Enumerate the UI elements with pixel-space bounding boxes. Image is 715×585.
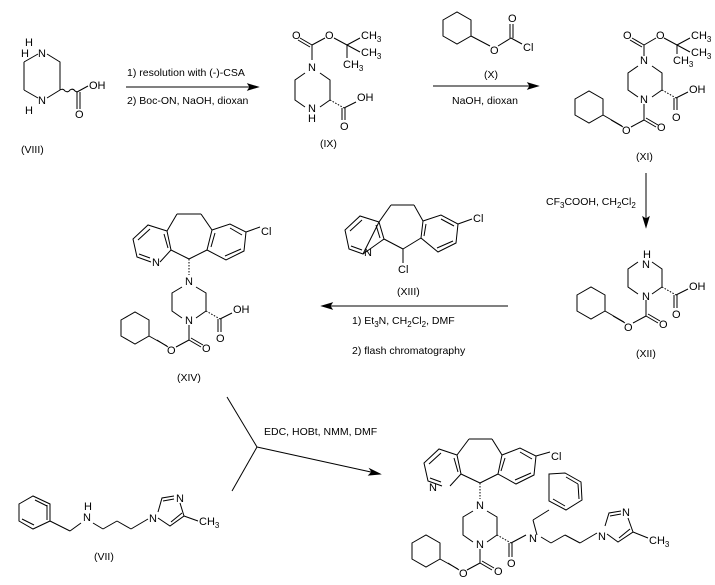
- atom-n: N: [642, 259, 650, 271]
- compound-x: O O Cl (X): [442, 11, 533, 81]
- compound-xi: O O CH3 CH3 CH3 N N OH O O O (XI): [574, 30, 712, 163]
- atom-n: N: [598, 531, 606, 543]
- atom-o: O: [216, 333, 225, 345]
- atom-cl: Cl: [473, 213, 483, 225]
- compound-label-viii: (VIII): [21, 144, 44, 156]
- atom-n: N: [640, 94, 648, 106]
- compound-xii: H N OH O O O (XII): [576, 249, 706, 360]
- atom-oh: OH: [233, 304, 250, 316]
- atom-n: N: [38, 48, 46, 60]
- step5-condition: EDC, HOBt, NMM, DMF: [264, 426, 377, 438]
- step4-condition-1: 1) Et3N, CH2Cl2, DMF: [352, 315, 455, 329]
- atom-o: O: [75, 109, 84, 121]
- atom-oh: OH: [689, 281, 706, 293]
- compound-ix: O O CH3 CH3 CH3 N N H OH O (IX): [292, 30, 382, 150]
- atom-h: H: [25, 105, 33, 117]
- compound-xiv: N Cl N N OH O O O (XIV): [120, 213, 271, 384]
- atom-h: H: [643, 249, 651, 261]
- step1-condition-1: 1) resolution with (-)-CSA: [127, 67, 245, 79]
- atom-o: O: [490, 45, 499, 57]
- compound-label-xiv: (XIV): [177, 372, 201, 384]
- atom-oh: OH: [357, 92, 374, 104]
- compound-label-x: (X): [484, 69, 498, 81]
- atom-n: N: [364, 247, 372, 259]
- atom-o: O: [624, 322, 633, 334]
- atom-n: N: [640, 55, 648, 67]
- compound-product: N Cl N N N O O O N N CH3: [411, 438, 670, 580]
- atom-ch3: CH3: [199, 516, 220, 530]
- atom-n: N: [429, 482, 437, 494]
- atom-ch3: CH3: [673, 55, 694, 69]
- atom-n: N: [152, 257, 160, 269]
- atom-o: O: [622, 125, 631, 137]
- reaction-arrow-step4: 1) Et3N, CH2Cl2, DMF 2) flash chromatogr…: [320, 302, 508, 357]
- atom-n: N: [308, 62, 316, 74]
- atom-o: O: [292, 30, 301, 42]
- atom-n: N: [622, 507, 630, 519]
- reaction-arrow-step3: CF3COOH, CH2Cl2: [546, 173, 650, 229]
- atom-o: O: [508, 13, 517, 25]
- atom-ch3: CH3: [361, 30, 382, 44]
- atom-o: O: [494, 566, 503, 578]
- atom-n: N: [476, 500, 484, 512]
- atom-n: N: [476, 539, 484, 551]
- atom-cl: Cl: [398, 264, 408, 276]
- atom-o: O: [659, 319, 668, 331]
- step1-condition-2: 2) Boc-ON, NaOH, dioxan: [127, 95, 249, 107]
- atom-o: O: [657, 122, 666, 134]
- step2-condition: NaOH, dioxan: [452, 95, 518, 107]
- atom-n: N: [38, 95, 46, 107]
- atom-ch3: CH3: [691, 47, 712, 61]
- compound-label-xi: (XI): [636, 151, 653, 163]
- atom-o: O: [167, 345, 176, 357]
- atom-n: N: [185, 315, 193, 327]
- atom-ch3: CH3: [343, 59, 364, 73]
- atom-ch3: CH3: [691, 30, 712, 44]
- compound-label-ix: (IX): [320, 138, 337, 150]
- atom-o: O: [325, 30, 334, 42]
- reaction-arrow-step5: EDC, HOBt, NMM, DMF: [226, 396, 382, 492]
- atom-h: H: [21, 48, 29, 60]
- atom-cl: Cl: [551, 451, 561, 463]
- compound-xiii: N Cl Cl (XIII): [344, 204, 483, 298]
- compound-label-vii: (VII): [94, 551, 114, 563]
- compound-vii: H N N N CH3 (VII): [18, 493, 220, 563]
- reaction-arrow-step2: NaOH, dioxan: [433, 82, 540, 107]
- atom-ch3: CH3: [649, 535, 670, 549]
- atom-h: H: [84, 501, 92, 513]
- atom-n: N: [83, 512, 91, 524]
- atom-n: N: [529, 533, 537, 545]
- atom-ch3: CH3: [361, 47, 382, 61]
- reaction-arrow-step1: 1) resolution with (-)-CSA 2) Boc-ON, Na…: [126, 67, 260, 107]
- atom-oh: OH: [89, 80, 106, 92]
- atom-o: O: [672, 112, 681, 124]
- compound-viii: H N N OH O (VIII): [21, 48, 106, 156]
- atom-n: N: [642, 291, 650, 303]
- atom-n: N: [176, 493, 184, 505]
- atom-o: O: [340, 121, 349, 133]
- atom-o: O: [656, 30, 665, 42]
- atom-o: O: [507, 558, 516, 570]
- atom-n: N: [308, 103, 316, 115]
- compound-label-xii: (XII): [636, 348, 656, 360]
- atom-n: N: [149, 513, 157, 525]
- step3-condition: CF3COOH, CH2Cl2: [546, 196, 636, 210]
- atom-h: H: [308, 113, 316, 125]
- atom-oh: OH: [689, 84, 706, 96]
- atom-cl: Cl: [261, 226, 271, 238]
- atom-o: O: [623, 30, 632, 42]
- atom-o: O: [202, 343, 211, 355]
- atom-o: O: [459, 568, 468, 580]
- atom-cl: Cl: [523, 42, 533, 54]
- step4-condition-2: 2) flash chromatography: [352, 345, 466, 357]
- atom-o: O: [672, 309, 681, 321]
- atom-n: N: [185, 276, 193, 288]
- atom-h: H: [25, 37, 33, 49]
- compound-label-xiii: (XIII): [397, 286, 420, 298]
